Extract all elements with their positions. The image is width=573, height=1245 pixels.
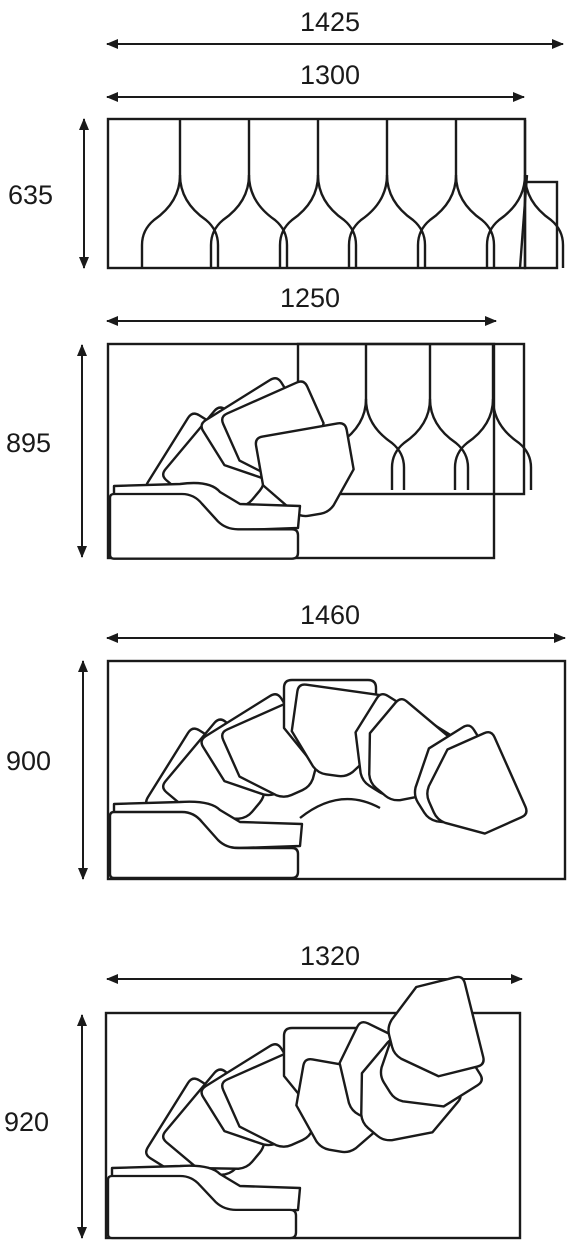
width-label: 1460	[300, 600, 360, 630]
half-turn-stair-diagram: 1460 900	[6, 600, 567, 881]
height-label: 920	[4, 1107, 49, 1137]
stair-frame	[106, 117, 527, 270]
height-label: 635	[8, 180, 53, 210]
straight-treads	[140, 118, 565, 270]
width-label-outer: 1425	[300, 7, 360, 37]
stair-frame	[104, 1011, 522, 1240]
stair-frame	[106, 659, 567, 881]
straight-stair-diagram: 1425 1300 635	[8, 7, 565, 270]
quarter-turn-stair-diagram: 1250 895	[6, 283, 533, 560]
half-center-arc	[299, 797, 381, 819]
width-label-inner: 1300	[300, 60, 360, 90]
spiral-stair-diagram: 1320 920	[4, 941, 523, 1240]
width-label: 1250	[280, 283, 340, 313]
height-label: 900	[6, 746, 51, 776]
quarter-upper-treads	[326, 343, 533, 492]
height-label: 895	[6, 428, 51, 458]
width-label: 1320	[300, 941, 360, 971]
